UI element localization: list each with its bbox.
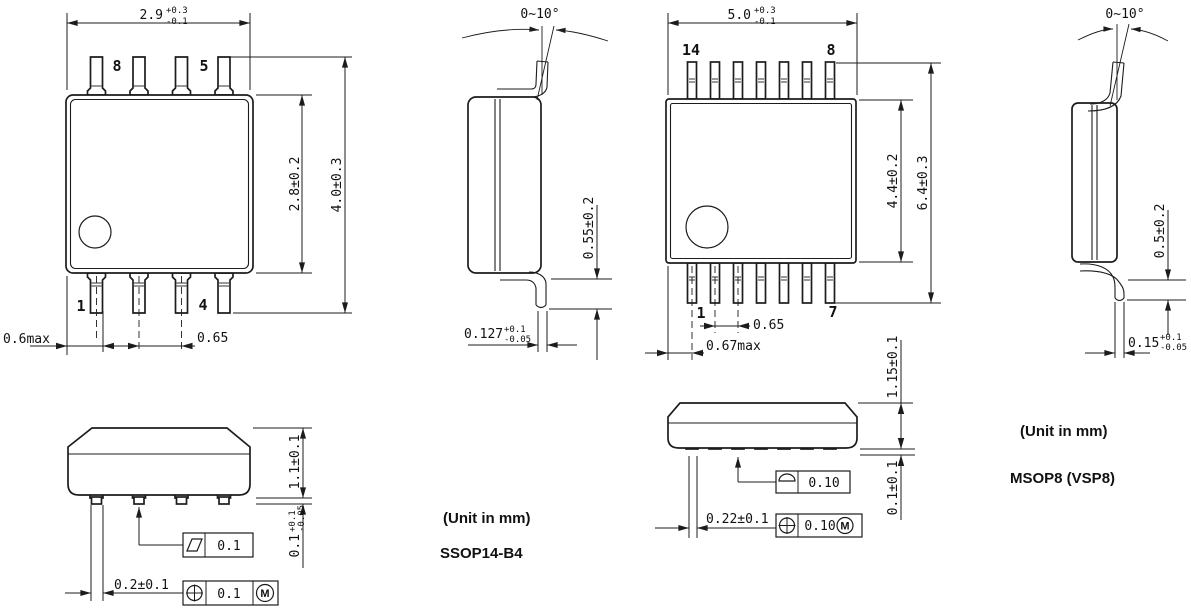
fig2-pin1-indicator — [685, 205, 729, 249]
fig2-position-value: 0.10 — [804, 519, 835, 534]
fig2-bottom-view: 1.15±0.1 0.1±0.1 0.10 0.22±0.1 0.10 M — [655, 336, 915, 538]
fig1-standoff-tol-plus: +0.1 — [288, 510, 298, 532]
fig2-pin-number-bottom-left: 1 — [696, 304, 705, 322]
fig2-lead-thickness-dim: 0.15 — [1128, 336, 1159, 351]
fig1-pin-number-top-right: 5 — [199, 57, 208, 75]
fig2-package-name: MSOP8 (VSP8) — [1010, 470, 1115, 487]
fig1-standoff-tol-minus: -0.05 — [297, 505, 307, 532]
fig1-lead-thickness-tol-plus: +0.1 — [504, 325, 526, 335]
fig1-pin-number-top-left: 8 — [112, 57, 121, 75]
fig1-pin-number-bottom-right: 4 — [198, 296, 207, 314]
fig1-side-view: 0~10° 0.55±0.2 0.127 +0.1 -0.05 — [461, 7, 612, 360]
fig2-bottom-body — [667, 402, 858, 449]
fig2-position-icon — [778, 517, 796, 534]
fig2-width-tol-minus: -0.1 — [754, 17, 776, 27]
fig2-side-view: 0~10° 0.5±0.2 0.15 +0.1 -0.05 — [1071, 7, 1187, 358]
fig2-front-view: 14 8 1 7 5.0 +0.3 -0.1 4.4±0.2 6.4±0.3 0… — [645, 6, 941, 360]
fig2-lead-thickness-tol-plus: +0.1 — [1160, 333, 1182, 343]
fig2-package-body — [665, 98, 857, 264]
fig1-position-value: 0.1 — [217, 587, 240, 602]
fig2-foot-length-dim: 0.5±0.2 — [1153, 204, 1168, 259]
fig1-width-tol-minus: -0.1 — [166, 17, 188, 27]
fig2-pin-number-top-left: 14 — [682, 41, 700, 59]
fig2-edge-to-lead-dim: 0.67max — [706, 339, 761, 354]
fig2-pin-number-bottom-right: 7 — [828, 303, 837, 321]
fig1-width-tol-plus: +0.3 — [166, 6, 188, 16]
fig2-body-height-dim: 4.4±0.2 — [886, 154, 901, 209]
fig1-side-body — [467, 96, 542, 274]
fig2-standoff-dim: 0.1±0.1 — [886, 461, 901, 516]
fig2-pitch-dim: 0.65 — [753, 318, 784, 333]
fig2-lead-width-dim: 0.22±0.1 — [706, 512, 769, 527]
fig2-coplanarity-value: 0.10 — [808, 476, 839, 491]
fig1-package-height-dim: 1.1±0.1 — [288, 435, 303, 490]
fig2-width-tol-plus: +0.3 — [754, 6, 776, 16]
fig1-mmc-modifier: M — [260, 588, 269, 600]
fig2-mmc-circle — [836, 516, 854, 535]
fig1-bottom-view: 1.1±0.1 0.1 +0.1 -0.05 0.1 0.2±0.1 0.1 M — [65, 427, 312, 606]
fig2-lead-thickness-tol-minus: -0.05 — [1160, 343, 1187, 353]
fig1-package-body — [65, 94, 254, 274]
fig1-pin1-indicator — [78, 215, 112, 249]
fig1-mmc-circle — [255, 583, 275, 603]
fig1-position-icon — [186, 584, 203, 602]
fig2-unit-note: (Unit in mm) — [1020, 423, 1108, 440]
fig1-width-dim: 2.9 — [140, 8, 163, 23]
fig2-width-dim: 5.0 — [728, 8, 751, 23]
fig1-coplanarity-frame — [182, 532, 254, 558]
fig2-lead-angle-dim: 0~10° — [1105, 7, 1144, 22]
fig1-package-name: SSOP14-B4 — [440, 545, 523, 562]
fig1-coplanarity-icon — [186, 538, 203, 552]
fig1-lead-thickness-tol-minus: -0.05 — [504, 335, 531, 345]
fig2-coplanarity-frame — [775, 470, 851, 494]
fig2-mmc-modifier: M — [840, 521, 849, 533]
fig1-overall-height-dim: 4.0±0.3 — [330, 158, 345, 213]
fig1-lead-angle-dim: 0~10° — [520, 7, 559, 22]
fig1-lead-thickness-dim: 0.127 — [464, 327, 503, 342]
fig1-edge-to-lead-dim: 0.6max — [3, 332, 50, 347]
fig1-coplanarity-value: 0.1 — [217, 539, 240, 554]
fig1-foot-length-dim: 0.55±0.2 — [582, 197, 597, 260]
fig1-bottom-body — [67, 427, 251, 496]
fig1-body-height-dim: 2.8±0.2 — [288, 157, 303, 212]
fig1-unit-note: (Unit in mm) — [443, 510, 531, 527]
fig1-front-view: 8 5 1 4 2.9 +0.3 -0.1 2.8±0.2 4.0±0.3 0.… — [3, 6, 352, 355]
fig2-pin-number-top-right: 8 — [826, 41, 835, 59]
fig1-pin-number-bottom-left: 1 — [76, 297, 85, 315]
fig2-side-body — [1071, 102, 1118, 263]
fig1-lead-width-dim: 0.2±0.1 — [114, 578, 169, 593]
fig2-package-height-dim: 1.15±0.1 — [886, 336, 901, 399]
fig2-coplanarity-icon — [778, 473, 796, 482]
fig1-pitch-dim: 0.65 — [197, 331, 228, 346]
fig2-overall-height-dim: 6.4±0.3 — [916, 156, 931, 211]
fig1-standoff-dim: 0.1 — [288, 534, 303, 557]
